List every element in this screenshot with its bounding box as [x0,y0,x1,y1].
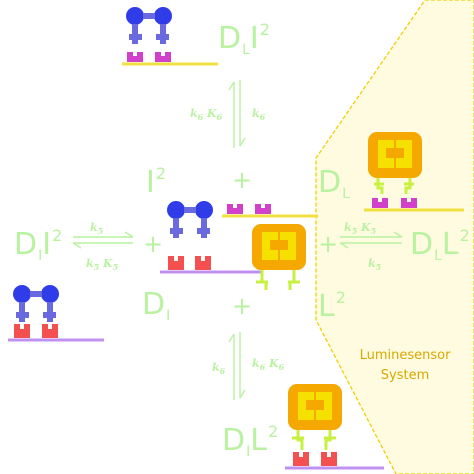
label-base: D [14,227,38,262]
rate-k5-left-bottom: k5 K5 [86,258,118,271]
label-sub: I [38,248,43,264]
rate-subscript: 5 [93,262,100,272]
plus-mid: + [232,292,253,320]
label-base: I [146,165,155,200]
rate-subscript: 5 [112,262,119,272]
label-base: D [142,287,166,322]
rate-subscript: 5 [351,226,358,236]
luminesensor-caption: Luminesensor System [350,346,460,386]
rate-symbol: K [269,357,279,370]
label-i2: I2 [146,166,166,198]
luciferase-mid [252,224,306,290]
equilibrium-arrow-bottom [228,332,246,400]
label-sup: 2 [267,422,279,441]
label-sup: 2 [459,226,470,245]
rate-k6-top-right: k6 [252,108,265,121]
rate-subscript: 6 [219,366,226,376]
label-sup: 2 [335,288,346,307]
rate-subscript: 5 [370,226,377,236]
rate-symbol: K [361,221,371,234]
rate-k5-left-top: k5 [90,222,103,235]
luminesensor-caption-line1: Luminesensor [359,348,451,363]
binding-sites-red [14,256,337,466]
rate-subscript: 6 [259,112,266,122]
rate-symbol: k [86,257,94,270]
label-rest: L [441,227,459,262]
rate-subscript: 6 [197,112,204,122]
rate-k5-right-top: k5 K5 [344,222,376,235]
rate-symbol: k [252,107,260,120]
label-sub: L [242,42,250,58]
plus-top: + [232,166,253,194]
receptor-dimer-mid [167,201,213,238]
label-rest: I [42,227,52,262]
rate-k6-bottom-right: k6 K6 [252,358,284,371]
rate-symbol: k [252,357,260,370]
label-base: D [218,21,242,56]
equilibrium-arrow-left [72,231,134,249]
label-dii2-left: DII2 [14,226,63,264]
label-sub: L [342,186,350,202]
plus-left: + [143,230,164,258]
rate-symbol: k [212,361,220,374]
binding-sites-magenta [127,52,417,214]
label-sup: 2 [155,164,167,183]
label-rest: L [250,423,267,458]
luminesensor-caption-line2: System [380,368,430,383]
rate-subscript: 5 [97,226,104,236]
rate-symbol: K [103,257,113,270]
label-base: D [410,227,434,262]
label-dl: DL [318,165,350,202]
rate-subscript: 6 [278,362,285,372]
luciferase-right [368,132,422,194]
rate-k6-top-left: k6 K6 [190,108,222,121]
luciferase-bottom [288,384,342,450]
label-sup: 2 [52,226,63,245]
label-rest: I [249,21,259,56]
receptor-dimer-left [13,285,59,322]
receptor-dimer-top [126,7,172,44]
label-dli2-top: DLI2 [218,20,270,58]
rate-symbol: k [368,257,376,270]
rate-symbol: k [90,221,98,234]
equilibrium-arrow-top [228,80,246,148]
label-l2: L2 [318,290,346,322]
label-dil2-bottom: DIL2 [222,422,279,460]
label-base: D [222,423,246,458]
label-sub: L [434,248,442,264]
label-sup: 2 [259,20,270,39]
label-sub: I [246,444,251,460]
rate-symbol: k [190,107,198,120]
equilibrium-arrow-right [339,231,403,249]
label-base: L [318,289,335,324]
rate-subscript: 6 [259,362,266,372]
label-base: D [318,165,342,200]
plus-right: + [318,230,339,258]
label-sub: I [166,308,171,324]
rate-symbol: K [207,107,217,120]
rate-k6-bottom-left: k6 [212,362,225,375]
rate-k5-right-bottom: k5 [368,258,381,271]
label-dll2-right: DLL2 [410,226,470,264]
rate-subscript: 6 [216,112,223,122]
rate-symbol: k [344,221,352,234]
rate-subscript: 5 [375,262,382,272]
label-di: DI [142,287,171,324]
